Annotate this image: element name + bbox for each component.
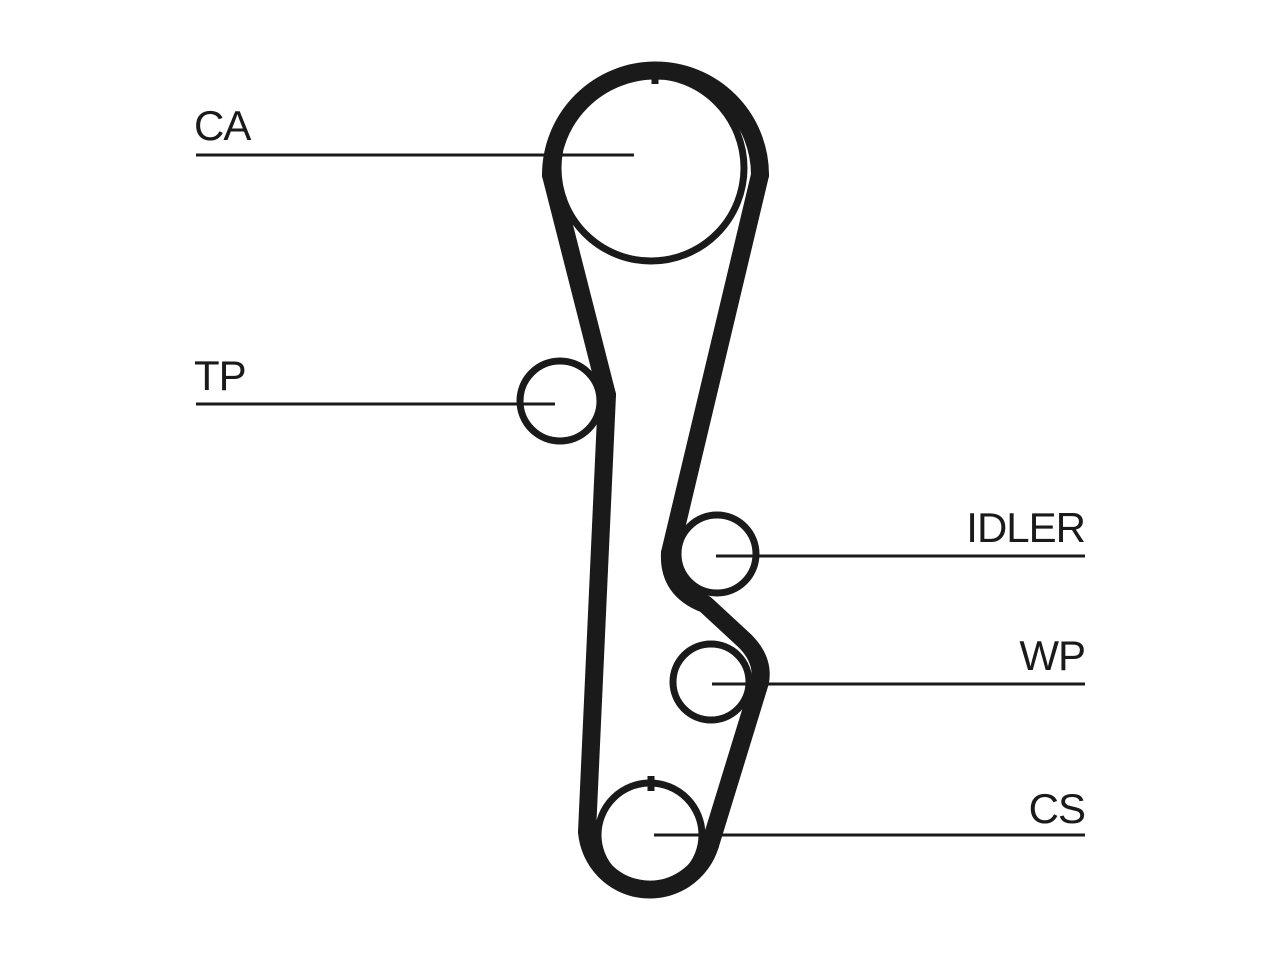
label-wp: WP <box>1019 632 1085 679</box>
pulleys <box>516 66 760 891</box>
timing-belt <box>542 61 770 899</box>
belt-left-upper-strand <box>542 166 616 404</box>
belt-right-upper-strand <box>661 166 769 562</box>
labels: CA TP IDLER WP CS <box>194 102 1086 832</box>
camshaft-pulley <box>554 71 748 265</box>
belt-left-lower-strand <box>578 386 616 841</box>
label-ca: CA <box>194 102 251 149</box>
label-tp: TP <box>194 352 246 399</box>
label-idler: IDLER <box>966 504 1085 551</box>
leader-lines <box>196 153 1085 837</box>
idler-pulley <box>674 511 760 597</box>
belt-right-lower-strand <box>701 673 769 854</box>
water-pump-pulley <box>669 640 753 724</box>
label-cs: CS <box>1029 785 1085 832</box>
belt-notch-strand <box>660 544 770 691</box>
tensioner-pulley <box>516 357 604 445</box>
